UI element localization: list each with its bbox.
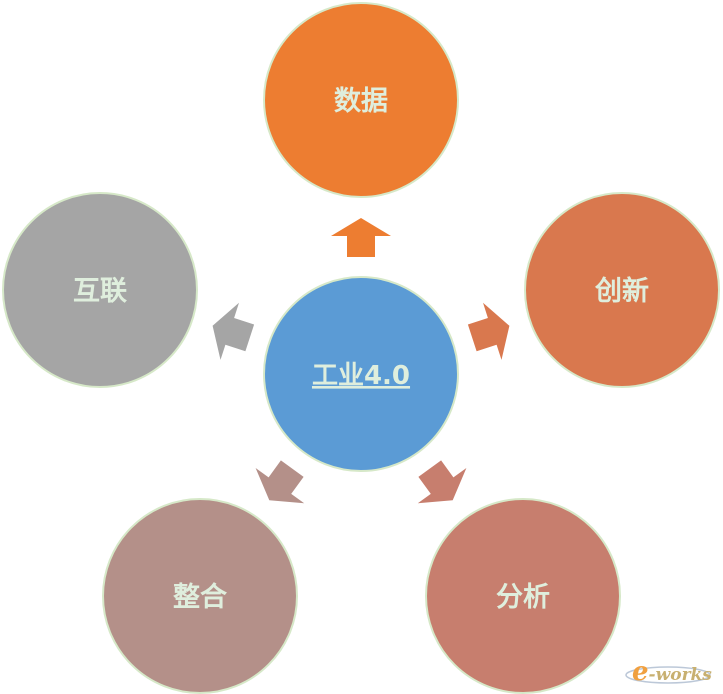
logo-swoosh-icon: [625, 666, 711, 684]
node-interconnect-circle: [2, 192, 198, 388]
center-node-label: 工业4.0: [312, 361, 410, 391]
node-innovation: 创新: [524, 192, 720, 388]
node-analysis-circle: [425, 498, 621, 694]
node-integration-label: 整合: [173, 581, 227, 613]
arrow-to-analysis: [417, 460, 467, 504]
arrow-to-data: [331, 218, 391, 257]
node-analysis-label: 分析: [496, 582, 550, 613]
node-data-circle: [263, 2, 459, 198]
arrow-to-interconnect: [212, 302, 255, 360]
arrow-to-integration: [255, 460, 305, 504]
center-node-circle: [263, 276, 459, 472]
logo-text: e-works: [632, 657, 712, 687]
node-innovation-label: 创新: [594, 275, 649, 307]
node-data: 数据: [263, 2, 459, 198]
node-integration-circle: [102, 498, 298, 694]
arrow-to-innovation: [467, 302, 510, 360]
node-innovation-circle: [524, 192, 720, 388]
center-node: 工业4.0: [263, 276, 459, 472]
node-integration: 整合: [102, 498, 298, 694]
arrow-group: [212, 218, 510, 504]
node-interconnect: 互联: [2, 192, 198, 388]
node-interconnect-label: 互联: [73, 276, 127, 307]
node-data-label: 数据: [334, 86, 388, 117]
node-analysis: 分析: [425, 498, 621, 694]
e-works-logo: e-works: [625, 657, 712, 687]
